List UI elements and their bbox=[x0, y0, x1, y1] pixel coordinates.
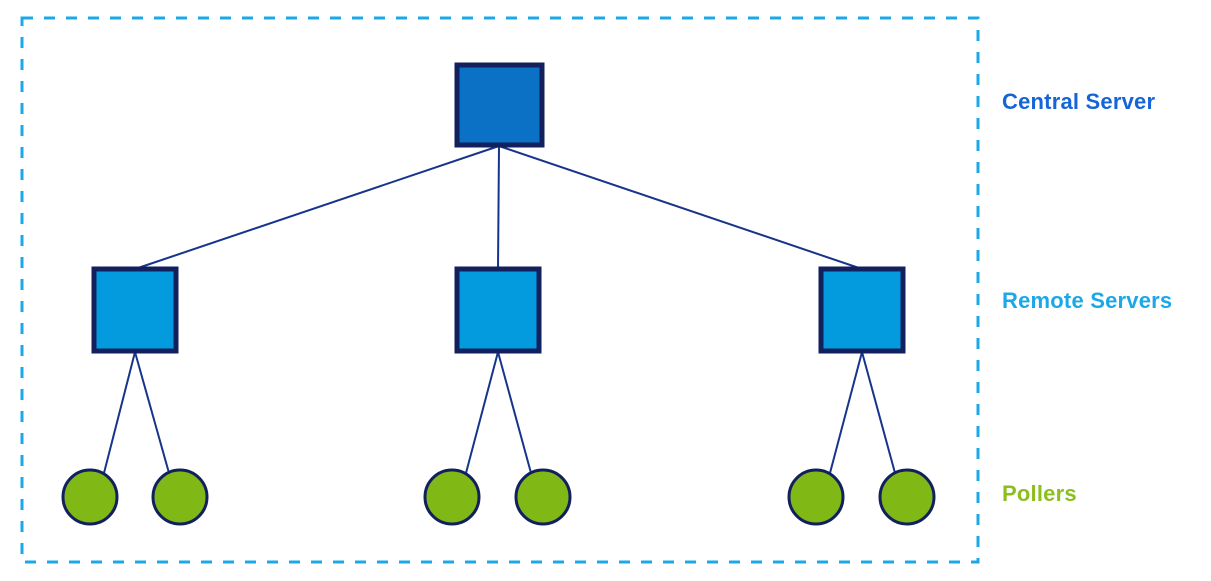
central-server-node[interactable] bbox=[454, 62, 545, 148]
link-remote-server-1-to-poller-1 bbox=[103, 351, 136, 474]
link-central-server-to-remote-server-3 bbox=[498, 145, 863, 270]
link-remote-server-2-to-poller-3 bbox=[465, 351, 499, 474]
poller-node-4[interactable] bbox=[514, 468, 572, 526]
tier-label-pollers: Pollers bbox=[1002, 481, 1077, 506]
central-server-node-group bbox=[454, 62, 545, 148]
connector-group-central-to-remote bbox=[134, 145, 863, 270]
tier-label-central-server: Central Server bbox=[1002, 89, 1156, 114]
remote-server-node-1[interactable] bbox=[91, 266, 179, 354]
tier-label-remote-servers: Remote Servers bbox=[1002, 288, 1173, 313]
link-remote-server-3-to-poller-5 bbox=[829, 351, 863, 474]
link-central-server-to-remote-server-2 bbox=[497, 145, 500, 270]
deployment-boundary bbox=[20, 16, 980, 564]
remote-server-node-2[interactable] bbox=[454, 266, 542, 354]
poller-node-2[interactable] bbox=[151, 468, 209, 526]
poller-node-group bbox=[61, 468, 936, 526]
poller-node-1[interactable] bbox=[61, 468, 119, 526]
link-central-server-to-remote-server-1 bbox=[134, 145, 500, 270]
poller-node-5[interactable] bbox=[787, 468, 845, 526]
remote-server-node-3[interactable] bbox=[818, 266, 906, 354]
link-remote-server-2-to-poller-4 bbox=[497, 351, 532, 474]
connector-group-remote-to-pollers bbox=[103, 351, 896, 474]
remote-server-node-group bbox=[91, 266, 906, 354]
link-remote-server-3-to-poller-6 bbox=[861, 351, 896, 474]
link-remote-server-1-to-poller-2 bbox=[134, 351, 170, 474]
poller-node-3[interactable] bbox=[423, 468, 481, 526]
poller-node-6[interactable] bbox=[878, 468, 936, 526]
